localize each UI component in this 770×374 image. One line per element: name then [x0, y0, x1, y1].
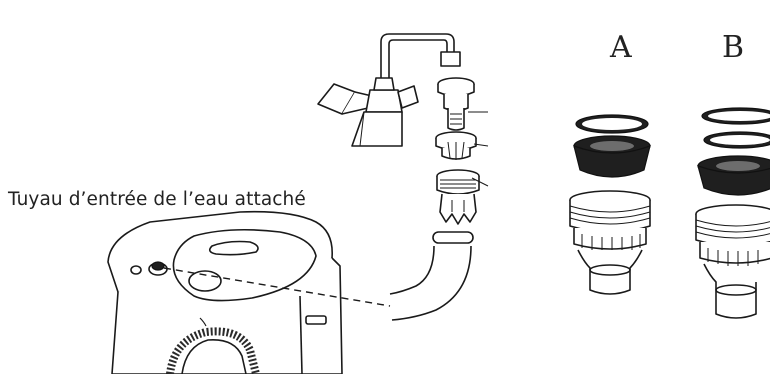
adapter-a	[570, 115, 650, 294]
water-hose	[390, 232, 473, 320]
hose-attached-caption: Tuyau d’entrée de l’eau attaché	[8, 189, 306, 210]
adapter-b	[696, 108, 770, 318]
adapter-b-label: B	[722, 30, 744, 65]
connector-parts	[436, 78, 488, 224]
washing-machine	[108, 212, 390, 374]
adapter-a-label: A	[610, 30, 632, 65]
